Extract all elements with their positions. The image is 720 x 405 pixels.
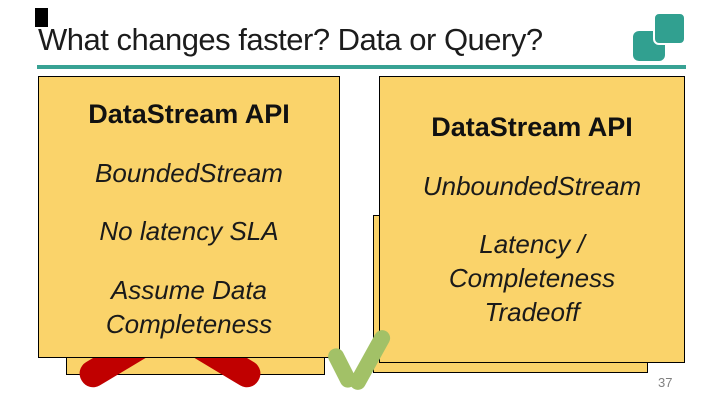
page-number: 37 [658, 375, 673, 390]
card-line: No latency SLA [99, 216, 279, 247]
slide-title: What changes faster? Data or Query? [38, 22, 543, 57]
check-arm [347, 327, 393, 393]
card-heading: DataStream API [431, 112, 633, 142]
bounded-stream-card: DataStream API BoundedStream No latency … [38, 76, 340, 358]
card-line: BoundedStream [95, 157, 283, 188]
unbounded-stream-card: DataStream API UnboundedStream Latency /… [379, 76, 685, 363]
logo-square-front [653, 12, 686, 45]
top-left-marker [35, 8, 48, 27]
card-line: Assume Data Completeness [105, 274, 273, 339]
card-line: UnboundedStream [422, 170, 642, 201]
teal-two-squares-logo-icon [630, 12, 688, 64]
green-check-icon [325, 325, 396, 393]
title-underline [37, 65, 686, 69]
card-heading: DataStream API [88, 99, 290, 129]
card-line: Latency / Completeness Tradeoff [448, 229, 616, 327]
